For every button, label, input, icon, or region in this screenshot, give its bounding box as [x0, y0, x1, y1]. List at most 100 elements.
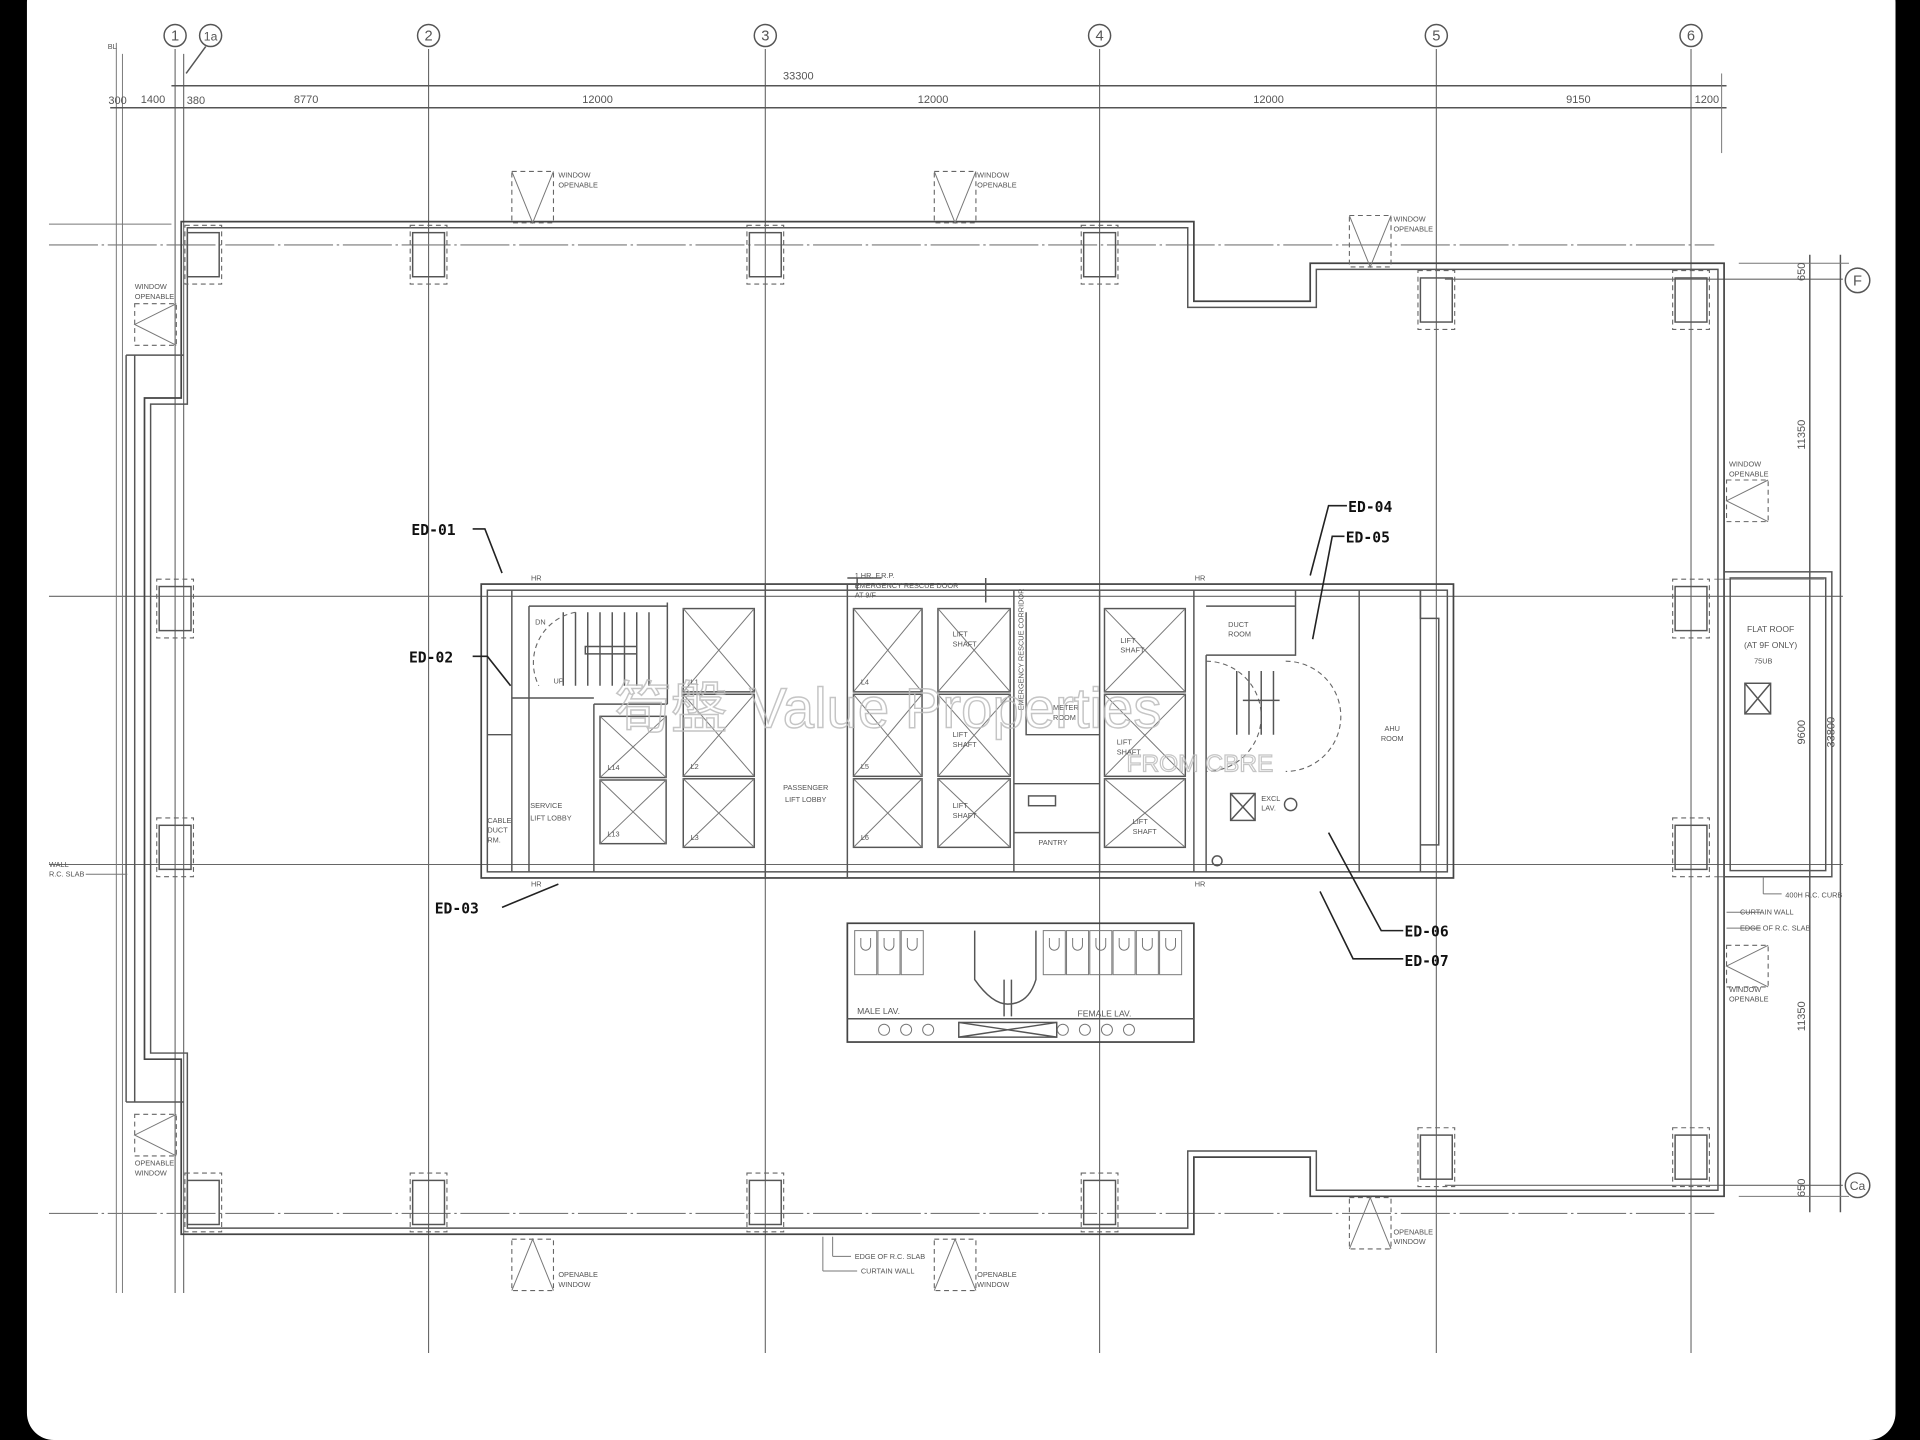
passenger-lift-lobby-label: PASSENGER [783, 783, 828, 792]
lift-shaft-label: LIFT [953, 730, 969, 739]
rc-slab-note: R.C. SLAB [49, 870, 85, 879]
bl-label: BL [108, 42, 117, 51]
toilet-stall [1066, 930, 1090, 976]
grid-label: 3 [761, 28, 769, 44]
lift-label: L4 [861, 677, 869, 686]
grid-label: 6 [1687, 28, 1695, 44]
window-note: WINDOW [558, 171, 590, 180]
cable-duct-room-label: DUCT [487, 826, 508, 835]
rescue-door-note: EMERGENCY RESCUE DOOR [855, 581, 959, 590]
toilet-icon [1095, 937, 1107, 951]
lift-car [599, 715, 667, 779]
lift-label: L13 [607, 829, 619, 838]
lift-shaft-label: SHAFT [1133, 827, 1158, 836]
callout-ed-07: ED-07 [1404, 953, 1448, 970]
lift-car [937, 693, 1011, 778]
lift-car [1103, 693, 1187, 778]
top-dimensions: 33300 300 1400 380 8770 12000 12000 1200… [108, 71, 1727, 154]
female-lav-label: FEMALE LAV. [1078, 1008, 1132, 1018]
column [1674, 824, 1708, 871]
grid-label: 2 [424, 28, 432, 44]
grid-label: 4 [1096, 28, 1104, 44]
stair-up-label: UP [553, 676, 563, 685]
building-outline [85, 220, 1833, 1272]
lift-cross [853, 778, 923, 848]
dimension-label: 12000 [1253, 94, 1284, 106]
column-outline [156, 578, 195, 639]
lift-cross [1104, 778, 1186, 848]
window-note: OPENABLE [135, 1159, 175, 1168]
window-note: OPENABLE [558, 1270, 598, 1279]
pantry-label: PANTRY [1038, 838, 1067, 847]
column-outline [746, 224, 785, 285]
window-swing [133, 1113, 177, 1157]
lift-car [682, 693, 756, 778]
column [748, 231, 782, 278]
wash-basin [922, 1023, 935, 1036]
lift-shaft-label: SHAFT [953, 640, 978, 649]
watermark-cn: 筍盤 [615, 676, 728, 739]
grid-bubble-F: F [1844, 267, 1871, 294]
core-labels: HR HR HR HR DN UP SERVICE LIFT LOBBY CAB… [487, 571, 1403, 889]
wash-basin [1078, 1023, 1091, 1036]
window-swing [133, 303, 177, 346]
window-note: WINDOW [977, 1280, 1009, 1289]
window-swing [1348, 1196, 1392, 1250]
lift-shaft-label: SHAFT [1117, 747, 1142, 756]
column-outline [1080, 1172, 1119, 1233]
toilet-stall [1159, 930, 1183, 976]
passenger-lift-lobby-label: LIFT LOBBY [785, 795, 827, 804]
wash-basin [1122, 1023, 1135, 1036]
lift-shaft-label: SHAFT [1120, 646, 1145, 655]
column [1082, 1179, 1117, 1226]
duct-room-label: ROOM [1228, 630, 1251, 639]
toilet-stall [854, 930, 878, 976]
column-outline [1672, 1127, 1710, 1188]
grid-bubbles: 1 1a 2 3 4 5 6 F Ca BL [108, 23, 1871, 1199]
grid-label: 5 [1432, 28, 1440, 44]
window-note: OPENABLE [977, 180, 1017, 189]
lift-label: L5 [861, 762, 869, 771]
column-outline [1672, 578, 1710, 639]
grid-bubble-3: 3 [753, 23, 778, 48]
window-note: OPENABLE [135, 292, 175, 301]
ahu-room-label: AHU [1385, 724, 1400, 733]
stair-down-label: DN [535, 617, 546, 626]
window-note: WINDOW [558, 1280, 590, 1289]
lift-shaft-label: LIFT [1117, 737, 1133, 746]
building-core [480, 577, 1455, 879]
lift-shaft-label: LIFT [1120, 636, 1136, 645]
openable-windows [133, 170, 1769, 1292]
columns [156, 224, 1710, 1233]
lift-shaft-label: LIFT [953, 630, 969, 639]
column [158, 824, 192, 871]
column [411, 1179, 446, 1226]
dimension-label: 9150 [1566, 94, 1591, 106]
dimension-label: 650 [1796, 1179, 1808, 1197]
rc-curb-note: 400H R.C. CURB [1785, 891, 1842, 900]
roof-drain-icon [1744, 682, 1772, 715]
lift-shaft-label: LIFT [1133, 817, 1149, 826]
dimension-label: 300 [108, 95, 126, 107]
column-outline [184, 224, 223, 285]
grid-bubble-6: 6 [1679, 23, 1703, 48]
dimension-label: 650 [1796, 263, 1808, 281]
column [748, 1179, 782, 1226]
meter-room-label: METER [1053, 703, 1079, 712]
overall-width-dimension: 33300 [783, 71, 814, 83]
dimension-label: 1200 [1695, 94, 1720, 106]
column [1674, 277, 1708, 323]
lift-cross [682, 608, 755, 693]
lift-cross [937, 608, 1011, 693]
lift-cross [599, 715, 667, 778]
window-note: WINDOW [135, 282, 167, 291]
dimension-label: 12000 [582, 94, 613, 106]
toilet-icon [906, 937, 918, 951]
toilet-icon [1072, 937, 1083, 951]
lift-label: L1 [691, 677, 699, 686]
callout-ed-05: ED-05 [1346, 529, 1390, 546]
window-note: WINDOW [977, 171, 1009, 180]
column [411, 231, 446, 278]
